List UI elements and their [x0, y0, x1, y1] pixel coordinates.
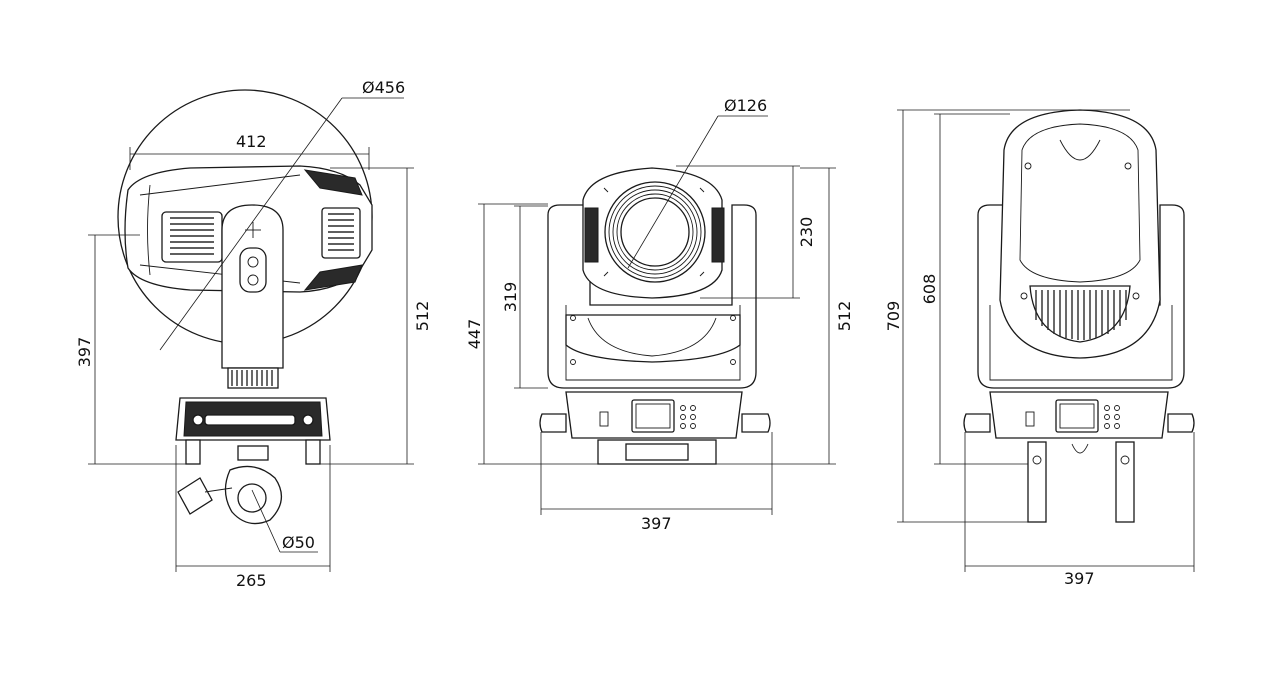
dim-rear-base-width: 397: [1064, 569, 1095, 588]
dim-front-head-top-height: 447: [465, 319, 484, 350]
dim-front-lens-diameter: Ø126: [724, 96, 767, 115]
rear-display: [1055, 399, 1099, 433]
dim-side-swing-diameter: Ø456: [362, 78, 405, 97]
dim-front-base-width: 397: [641, 514, 672, 533]
dim-side-clamp-diameter: Ø50: [282, 533, 315, 552]
rear-omega-brackets: [1027, 441, 1135, 523]
dim-front-lens-height: 230: [797, 217, 816, 248]
dim-side-axis-height: 397: [75, 337, 94, 368]
rear-view: 709 608 397: [884, 109, 1195, 588]
front-display: [631, 399, 675, 433]
side-view: Ø456 412 397 512 265 Ø50: [75, 78, 432, 590]
dim-side-total-height: 512: [413, 301, 432, 332]
side-head-vent-right: [321, 207, 361, 259]
rear-head-grille: [1029, 285, 1131, 343]
front-keypad: [680, 405, 696, 429]
side-clamp: [177, 445, 282, 525]
dim-front-total-height: 512: [835, 301, 854, 332]
dim-front-yoke-height: 319: [501, 282, 520, 313]
front-head-grille-right: [711, 207, 725, 263]
front-head-grille-left: [584, 207, 599, 263]
rear-keypad: [1104, 405, 1120, 429]
dim-rear-body-height: 608: [920, 274, 939, 305]
dim-rear-total-height-clamp: 709: [884, 301, 903, 332]
front-lens-inner: [620, 197, 690, 267]
front-lens-outer: [604, 181, 706, 283]
dim-side-head-width: 412: [236, 132, 267, 151]
dim-side-base-width: 265: [236, 571, 267, 590]
side-head-vent-left: [161, 211, 223, 263]
front-view: Ø126 230 319 447 512 397: [465, 96, 854, 533]
